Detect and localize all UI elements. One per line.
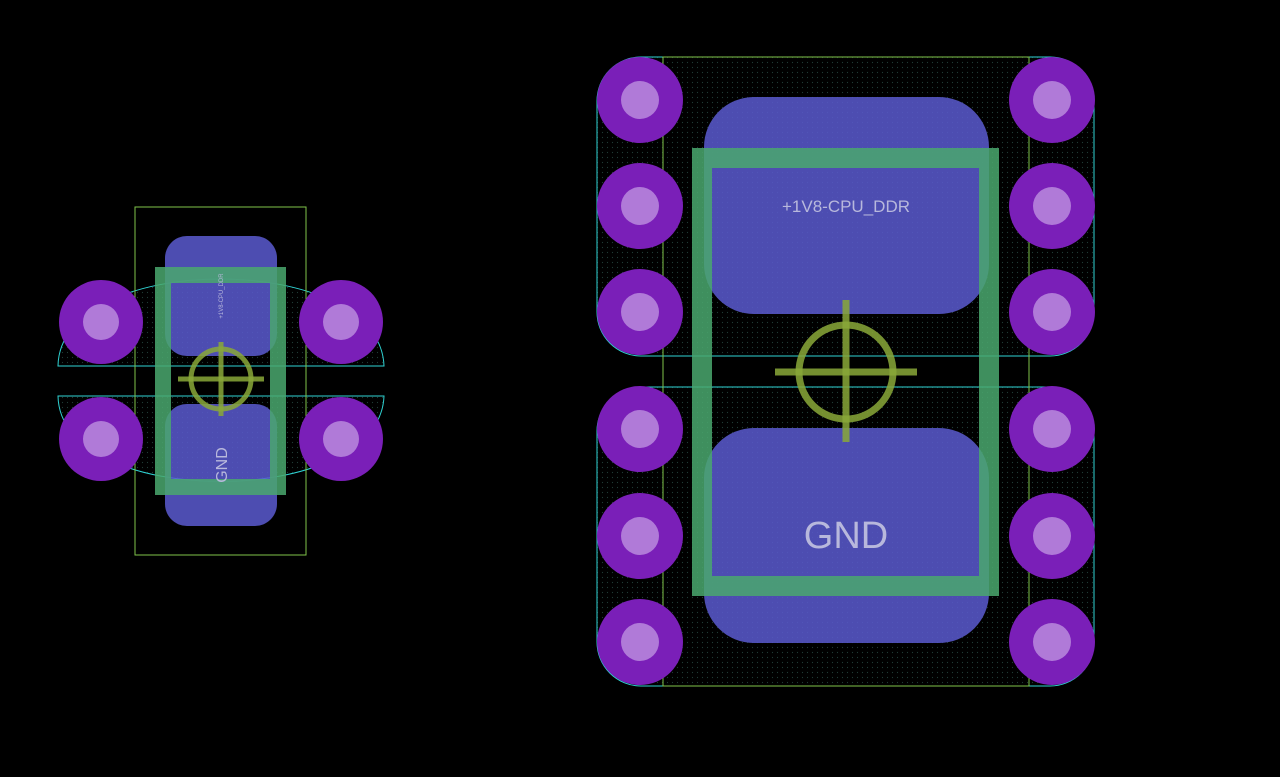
small-through-hole[interactable] <box>299 397 383 481</box>
large-footprint[interactable]: +1V8-CPU_DDR GND <box>596 56 1095 687</box>
small-fab-outline <box>134 206 307 556</box>
small-pad-bottom-net-label: GND <box>214 447 231 483</box>
small-through-hole[interactable] <box>59 280 143 364</box>
large-through-hole[interactable] <box>597 57 683 143</box>
large-through-hole[interactable] <box>597 599 683 685</box>
large-through-hole[interactable] <box>597 163 683 249</box>
large-pad-bottom-net-label: GND <box>804 515 888 557</box>
large-through-hole[interactable] <box>1009 599 1095 685</box>
large-through-hole[interactable] <box>597 269 683 355</box>
small-pad-top[interactable] <box>165 236 277 356</box>
large-fab-outline <box>662 56 1030 687</box>
small-footprint[interactable]: +1V8-CPU_DDR GND <box>57 206 385 556</box>
small-silkscreen-outline <box>155 267 286 495</box>
small-through-hole[interactable] <box>59 397 143 481</box>
large-pad-top-net-label: +1V8-CPU_DDR <box>782 197 910 216</box>
large-through-hole[interactable] <box>1009 57 1095 143</box>
large-anchor-crosshair-icon <box>775 300 917 442</box>
large-through-hole[interactable] <box>597 386 683 472</box>
large-through-hole[interactable] <box>1009 493 1095 579</box>
small-pad-bottom[interactable] <box>165 404 277 526</box>
small-through-hole[interactable] <box>299 280 383 364</box>
large-through-hole[interactable] <box>1009 386 1095 472</box>
large-through-hole[interactable] <box>1009 163 1095 249</box>
large-silkscreen-outline <box>692 148 999 596</box>
small-anchor-crosshair-icon <box>178 342 264 416</box>
large-through-hole[interactable] <box>1009 269 1095 355</box>
small-pad-top-net-label: +1V8-CPU_DDR <box>219 273 225 319</box>
large-through-hole[interactable] <box>597 493 683 579</box>
